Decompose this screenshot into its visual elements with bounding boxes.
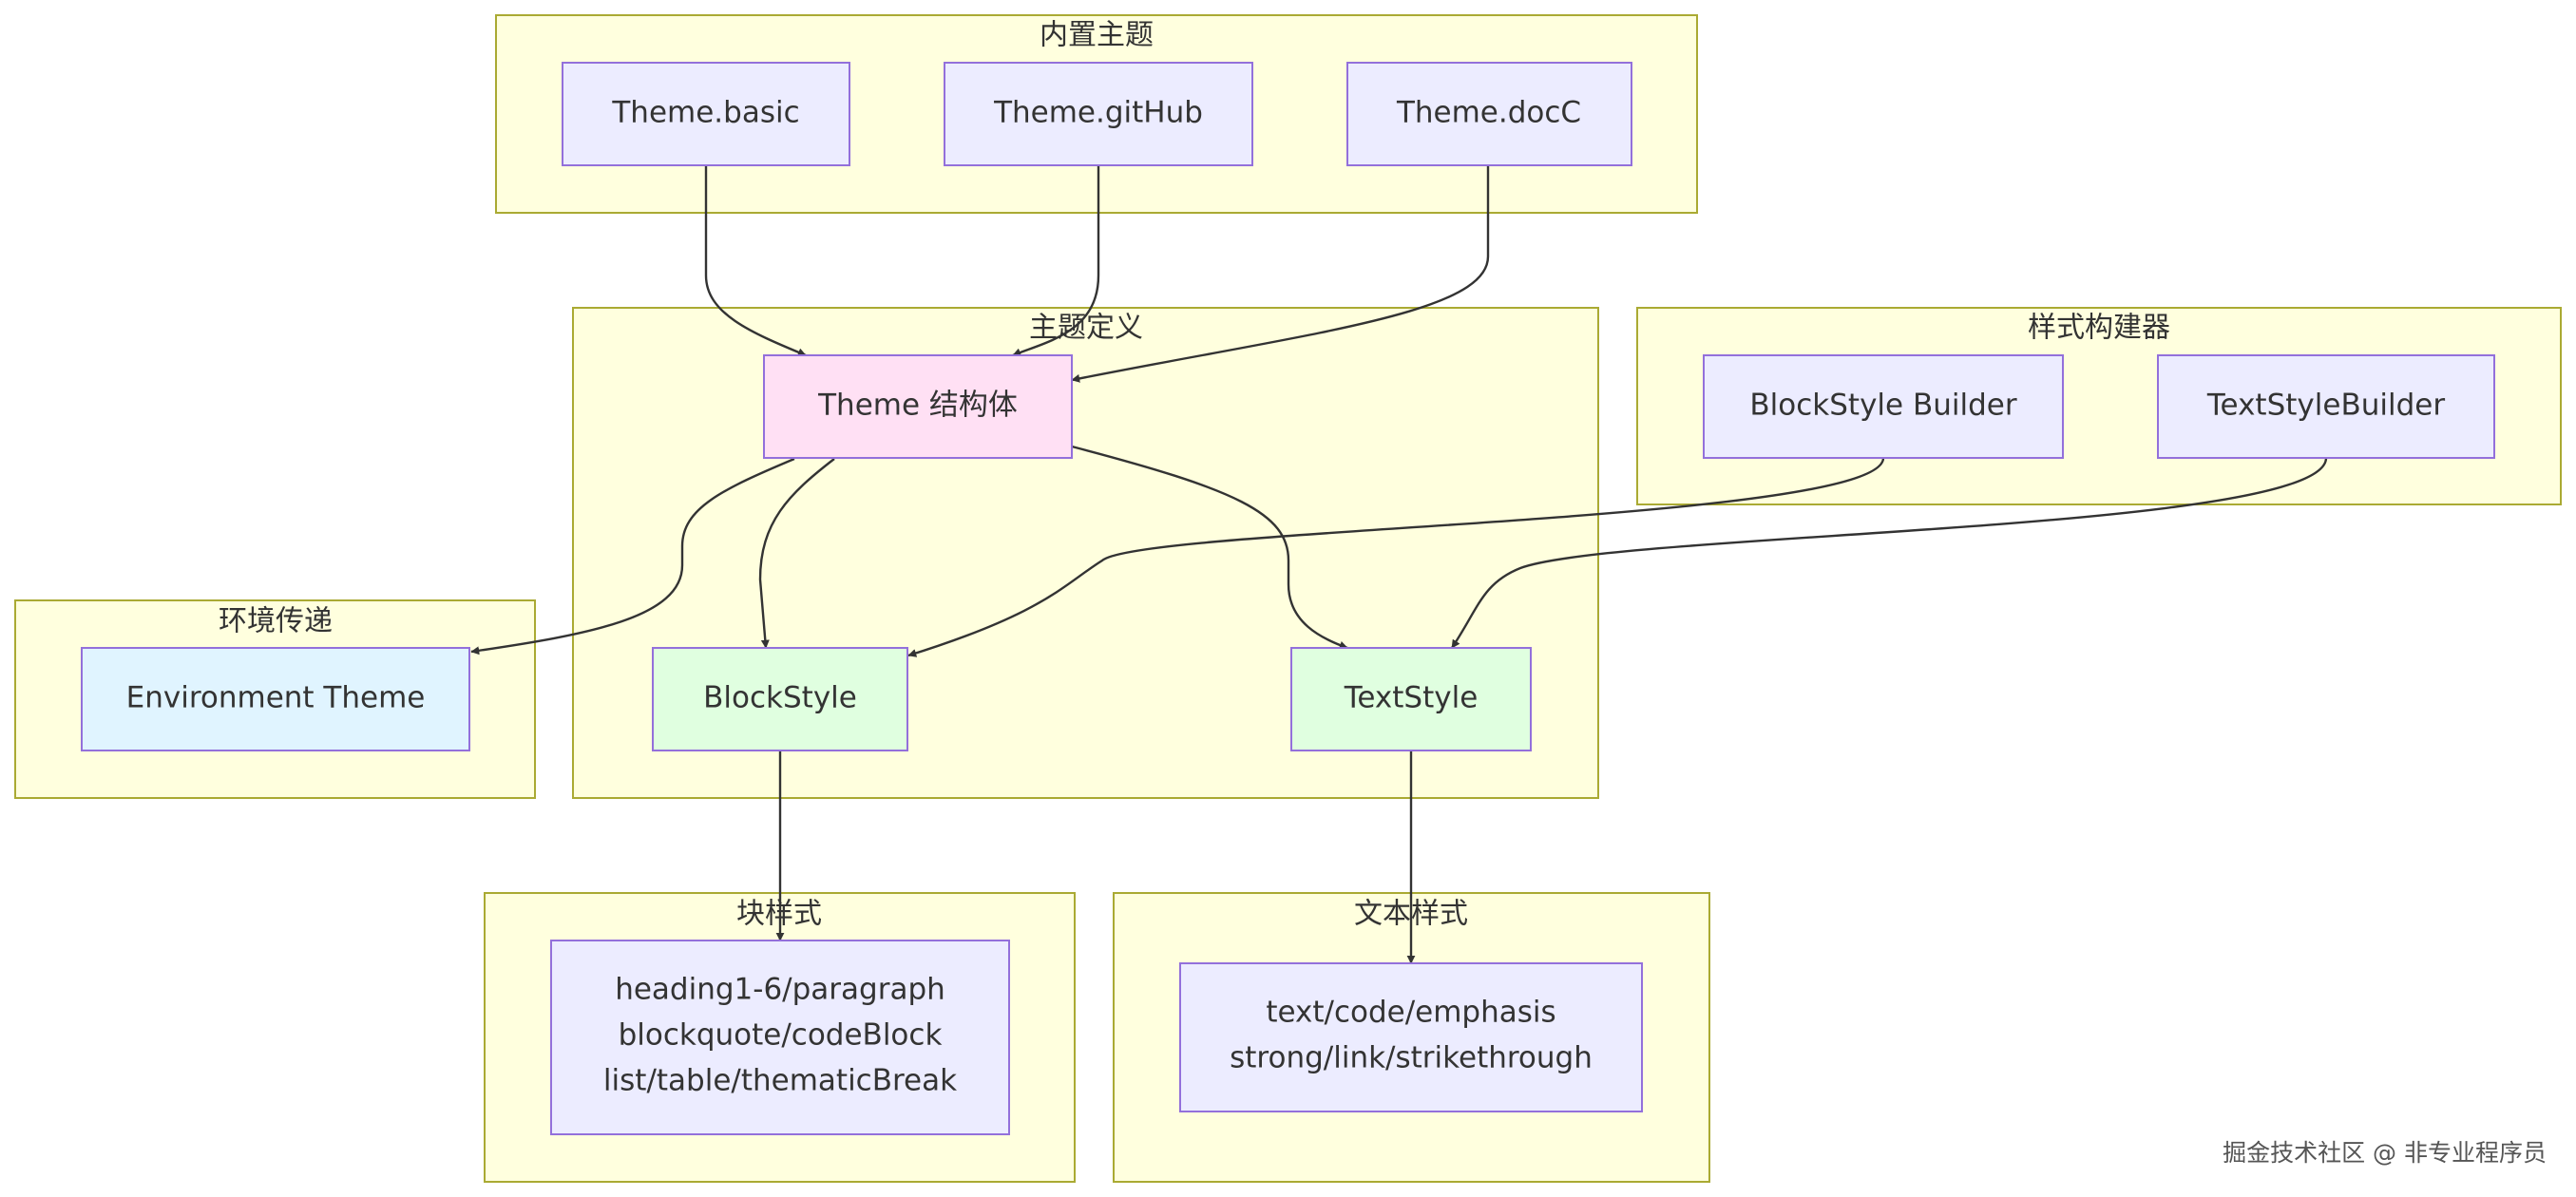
node-text-items-line: strong/link/strikethrough bbox=[1230, 1041, 1593, 1075]
cluster-title-builder: 样式构建器 bbox=[2028, 312, 2170, 345]
edges bbox=[470, 165, 2328, 964]
node-textstyle-builder[interactable]: TextStyleBuilder bbox=[2157, 354, 2495, 459]
node-textstyle[interactable]: TextStyle bbox=[1290, 647, 1532, 751]
cluster-title-environment: 环境传递 bbox=[219, 605, 333, 638]
edge-theme-to-blockstyle bbox=[758, 458, 835, 649]
node-textstyle-label: TextStyle bbox=[1344, 681, 1479, 715]
edge-blockbuilder-to-blockstyle bbox=[907, 457, 1885, 657]
node-text-items[interactable]: text/code/emphasis strong/link/strikethr… bbox=[1179, 962, 1643, 1112]
edge-textbuilder-to-textstyle bbox=[1451, 457, 2328, 649]
node-text-items-line: text/code/emphasis bbox=[1266, 996, 1555, 1030]
watermark-text: 掘金技术社区 @ 非专业程序员 bbox=[2223, 1139, 2547, 1167]
node-blockstyle-builder[interactable]: BlockStyle Builder bbox=[1703, 354, 2064, 459]
node-block-items-line: blockquote/codeBlock bbox=[619, 1018, 943, 1053]
node-theme-struct-label: Theme 结构体 bbox=[817, 389, 1018, 423]
edge-theme-to-textstyle bbox=[1071, 445, 1348, 650]
node-theme-github-label: Theme.gitHub bbox=[993, 96, 1203, 130]
node-environment-theme-label: Environment Theme bbox=[126, 681, 426, 715]
node-blockstyle-label: BlockStyle bbox=[703, 681, 857, 715]
node-blockstyle[interactable]: BlockStyle bbox=[652, 647, 908, 751]
node-theme-docc-label: Theme.docC bbox=[1396, 96, 1581, 130]
node-textstyle-builder-label: TextStyleBuilder bbox=[2206, 389, 2445, 423]
node-theme-basic[interactable]: Theme.basic bbox=[562, 62, 850, 166]
node-block-items-line: list/table/thematicBreak bbox=[603, 1064, 957, 1098]
node-blockstyle-builder-label: BlockStyle Builder bbox=[1749, 389, 2016, 423]
edge-docc-to-theme bbox=[1071, 165, 1490, 383]
edge-github-to-theme bbox=[1012, 165, 1100, 357]
node-environment-theme[interactable]: Environment Theme bbox=[81, 647, 470, 751]
node-theme-struct[interactable]: Theme 结构体 bbox=[763, 354, 1073, 459]
node-theme-basic-label: Theme.basic bbox=[611, 96, 799, 130]
node-block-items[interactable]: heading1-6/paragraph blockquote/codeBloc… bbox=[550, 940, 1010, 1135]
node-theme-docc[interactable]: Theme.docC bbox=[1346, 62, 1632, 166]
cluster-title-builtin: 内置主题 bbox=[1040, 19, 1154, 52]
node-block-items-line: heading1-6/paragraph bbox=[615, 973, 945, 1007]
edge-basic-to-theme bbox=[704, 165, 807, 357]
node-theme-github[interactable]: Theme.gitHub bbox=[944, 62, 1253, 166]
edge-theme-to-env bbox=[470, 457, 795, 656]
